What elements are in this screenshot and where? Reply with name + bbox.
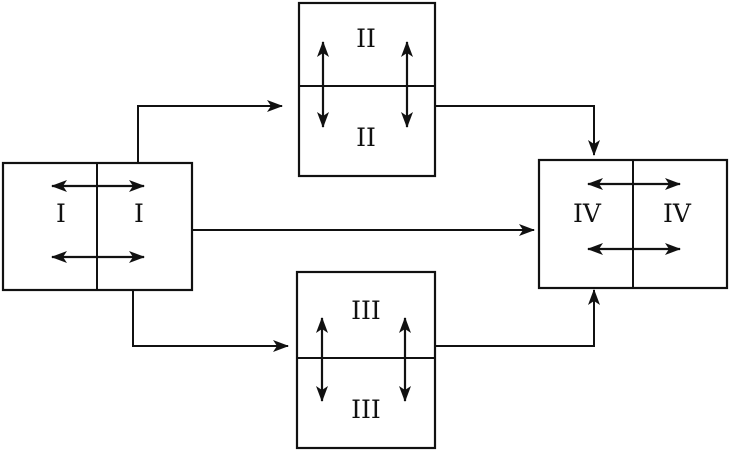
block-left: I I	[1, 161, 194, 292]
block-right: IV IV	[537, 158, 729, 290]
block-right-label-a: IV	[573, 199, 602, 228]
block-left-label-b: I	[134, 199, 144, 228]
block-bottom-label-b: III	[351, 395, 381, 424]
block-top: II II	[297, 1, 437, 178]
arrow-bottom-to-right	[435, 289, 600, 347]
block-top-label-a: II	[356, 24, 376, 53]
arrow-top-to-right	[435, 105, 600, 156]
arrow-left-to-top	[137, 100, 283, 163]
block-top-label-b: II	[356, 123, 376, 152]
block-bottom: III III	[295, 270, 437, 450]
block-left-label-a: I	[56, 199, 66, 228]
arrow-left-to-bottom	[132, 291, 289, 352]
block-bottom-label-a: III	[351, 296, 381, 325]
block-right-label-b: IV	[663, 199, 692, 228]
